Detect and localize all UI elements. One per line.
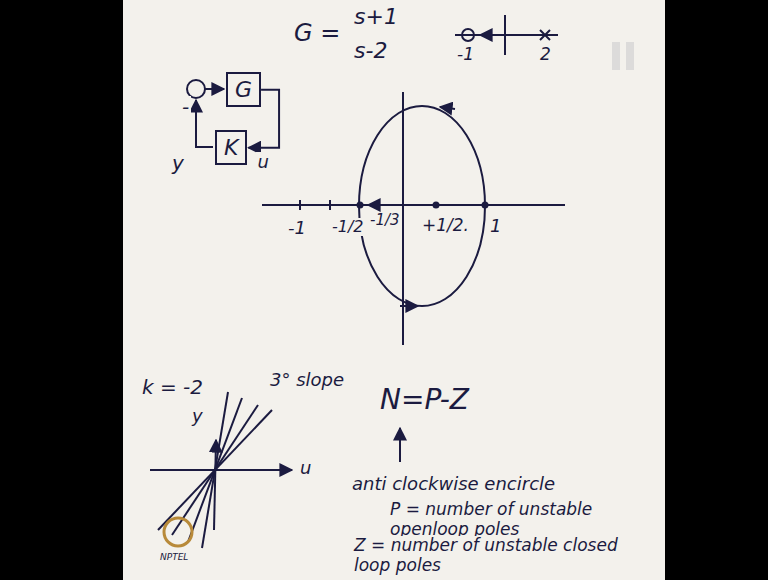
handwritten-label: -1/3: [368, 212, 402, 229]
handwritten-label: s+1: [352, 4, 400, 29]
handwritten-label: -1: [455, 45, 476, 65]
pole-symbol: [540, 30, 550, 40]
handwritten-label: 3° slope: [268, 370, 346, 391]
block-box: G: [226, 72, 261, 107]
zero-symbol: [462, 29, 474, 41]
slope-line: [202, 392, 228, 548]
u-axis: [150, 469, 292, 471]
slope-line: [158, 410, 272, 530]
handwritten-label: N=P-Z: [378, 384, 471, 416]
handwritten-label: k = -2: [140, 376, 205, 399]
real-axis: [262, 204, 565, 206]
feedback-wire: [196, 100, 213, 147]
slope-line: [188, 398, 242, 542]
handwritten-label: -1/2: [330, 218, 366, 236]
handwritten-label: +1/2.: [420, 216, 471, 236]
signal-wire: [248, 90, 279, 148]
pointer-arrow: [399, 428, 401, 462]
handwritten-label: u: [298, 458, 313, 479]
point-dot: [482, 202, 489, 209]
handwritten-label: anti clockwise encircle: [350, 474, 614, 495]
block-box: K: [215, 130, 247, 165]
direction-arrow: [440, 107, 455, 109]
block-name: K: [224, 135, 238, 160]
handwritten-label: Z = number of unstable closed loop poles: [352, 536, 646, 575]
axis-tick: [300, 200, 330, 210]
y-axis: [214, 440, 216, 530]
handwritten-label: s-2: [352, 38, 389, 63]
handwritten-label: 1: [488, 216, 503, 237]
signal-name: u: [256, 152, 271, 173]
handwritten-label: -: [180, 96, 191, 119]
handwritten-label: P = number of unstable openloop poles: [388, 500, 642, 539]
direction-arrow: [400, 305, 418, 307]
pause-icon: [626, 42, 634, 70]
handwritten-label: G =: [292, 20, 342, 48]
handwritten-label: -1: [286, 218, 308, 239]
paper: [123, 0, 665, 580]
handwritten-label: y: [190, 406, 205, 427]
signal-wire: [205, 88, 224, 90]
handwritten-label: NPTEL: [158, 552, 190, 562]
imag-axis: [402, 92, 404, 345]
block-name: G: [235, 77, 252, 102]
handwritten-label: 2: [538, 45, 553, 65]
pause-icon: [612, 42, 620, 70]
nyquist-contour: [359, 106, 485, 306]
logo: [164, 518, 192, 546]
direction-arrow: [368, 204, 385, 206]
point-dot: [433, 202, 440, 209]
handwritten-label: y: [170, 152, 186, 175]
root-locus-arrow: [480, 34, 500, 36]
slope-line: [172, 405, 258, 535]
point-dot: [357, 202, 364, 209]
